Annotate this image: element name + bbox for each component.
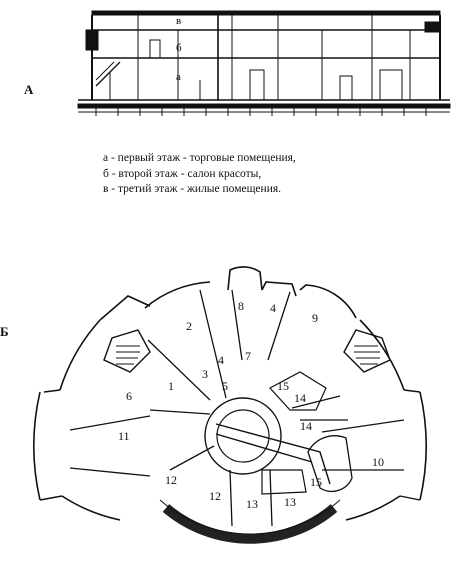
plan-south-gallery bbox=[162, 504, 338, 544]
plan-outline-se bbox=[345, 495, 401, 521]
section-window-1 bbox=[379, 69, 403, 101]
legend: а - первый этаж - торговые помещения, б … bbox=[103, 151, 296, 198]
plan-south-gallery-edge bbox=[159, 499, 341, 535]
section-stair bbox=[95, 61, 121, 87]
section-door-1 bbox=[149, 39, 161, 59]
room-label-8: 8 bbox=[238, 299, 244, 313]
panel-a-letter: А bbox=[24, 82, 34, 97]
plan-outline-w-edges bbox=[39, 389, 63, 501]
section-door-3 bbox=[339, 75, 353, 101]
room-label-9: 9 bbox=[312, 311, 318, 325]
plan-core-inner bbox=[216, 409, 270, 463]
plan-bay-2 bbox=[144, 281, 211, 309]
plan-stair-west bbox=[103, 329, 151, 373]
plan-outline-w-upper bbox=[59, 319, 101, 391]
room-label-12a: 12 bbox=[165, 473, 177, 487]
plan-outline-e-edges bbox=[399, 389, 421, 501]
plan-room-labels: 1 2 3 4 4 5 6 7 8 9 10 11 12 12 13 13 14… bbox=[118, 299, 384, 511]
room-label-6: 6 bbox=[126, 389, 132, 403]
plan-stair-east bbox=[343, 329, 391, 373]
plan-room-13-inner bbox=[261, 469, 307, 495]
building-section bbox=[77, 10, 451, 116]
room-label-4a: 4 bbox=[218, 353, 224, 367]
room-label-14a: 14 bbox=[294, 391, 306, 405]
plan-bay-nw bbox=[99, 295, 151, 321]
plan-outline-e-upper bbox=[359, 319, 405, 391]
section-stair-rail bbox=[95, 61, 115, 81]
room-label-14b: 14 bbox=[300, 419, 312, 433]
room-label-15b: 15 bbox=[310, 475, 322, 489]
plan-bay-9 bbox=[299, 284, 357, 319]
plan-core-ramp bbox=[215, 423, 331, 485]
section-foundation bbox=[77, 103, 451, 109]
plan-outline-sw bbox=[61, 495, 121, 521]
room-label-13a: 13 bbox=[246, 497, 258, 511]
plan-outline-far-west bbox=[33, 391, 41, 501]
plan-bay-8 bbox=[227, 266, 263, 291]
plan-bay-4 bbox=[261, 281, 297, 297]
floor-label-second: б bbox=[176, 42, 182, 54]
room-label-13b: 13 bbox=[284, 495, 296, 509]
legend-item-second-floor: б - второй этаж - салон красоты, bbox=[103, 167, 262, 180]
section-roof bbox=[91, 10, 441, 16]
room-label-5: 5 bbox=[222, 379, 228, 393]
room-label-11: 11 bbox=[118, 429, 130, 443]
room-label-7: 7 bbox=[245, 349, 251, 363]
plan-outline-far-east bbox=[419, 391, 427, 501]
room-label-3: 3 bbox=[202, 367, 208, 381]
plan-radial-walls bbox=[69, 289, 405, 527]
room-label-12b: 12 bbox=[209, 489, 221, 503]
legend-item-first-floor: а - первый этаж - торговые помещения, bbox=[103, 152, 296, 164]
section-piles bbox=[95, 108, 427, 116]
room-label-10: 10 bbox=[372, 455, 384, 469]
plan-room-14-upper bbox=[269, 371, 327, 411]
room-label-1: 1 bbox=[168, 379, 174, 393]
section-floor-labels: в б а bbox=[176, 15, 182, 83]
room-label-2: 2 bbox=[186, 319, 192, 333]
plan-core-outer bbox=[204, 397, 282, 475]
section-parapet-right bbox=[424, 21, 440, 33]
floor-label-third: в bbox=[176, 15, 181, 27]
floor-label-first: а bbox=[176, 71, 181, 83]
circular-plan bbox=[33, 266, 427, 544]
legend-item-third-floor: в - третий этаж - жилые помещения. bbox=[103, 183, 282, 195]
panel-b-letter: Б bbox=[0, 324, 9, 339]
room-label-4b: 4 bbox=[270, 301, 276, 315]
section-parapet-left bbox=[85, 29, 99, 51]
section-door-2 bbox=[249, 69, 265, 101]
room-label-15a: 15 bbox=[277, 379, 289, 393]
plan-spiral-stair bbox=[307, 435, 353, 493]
